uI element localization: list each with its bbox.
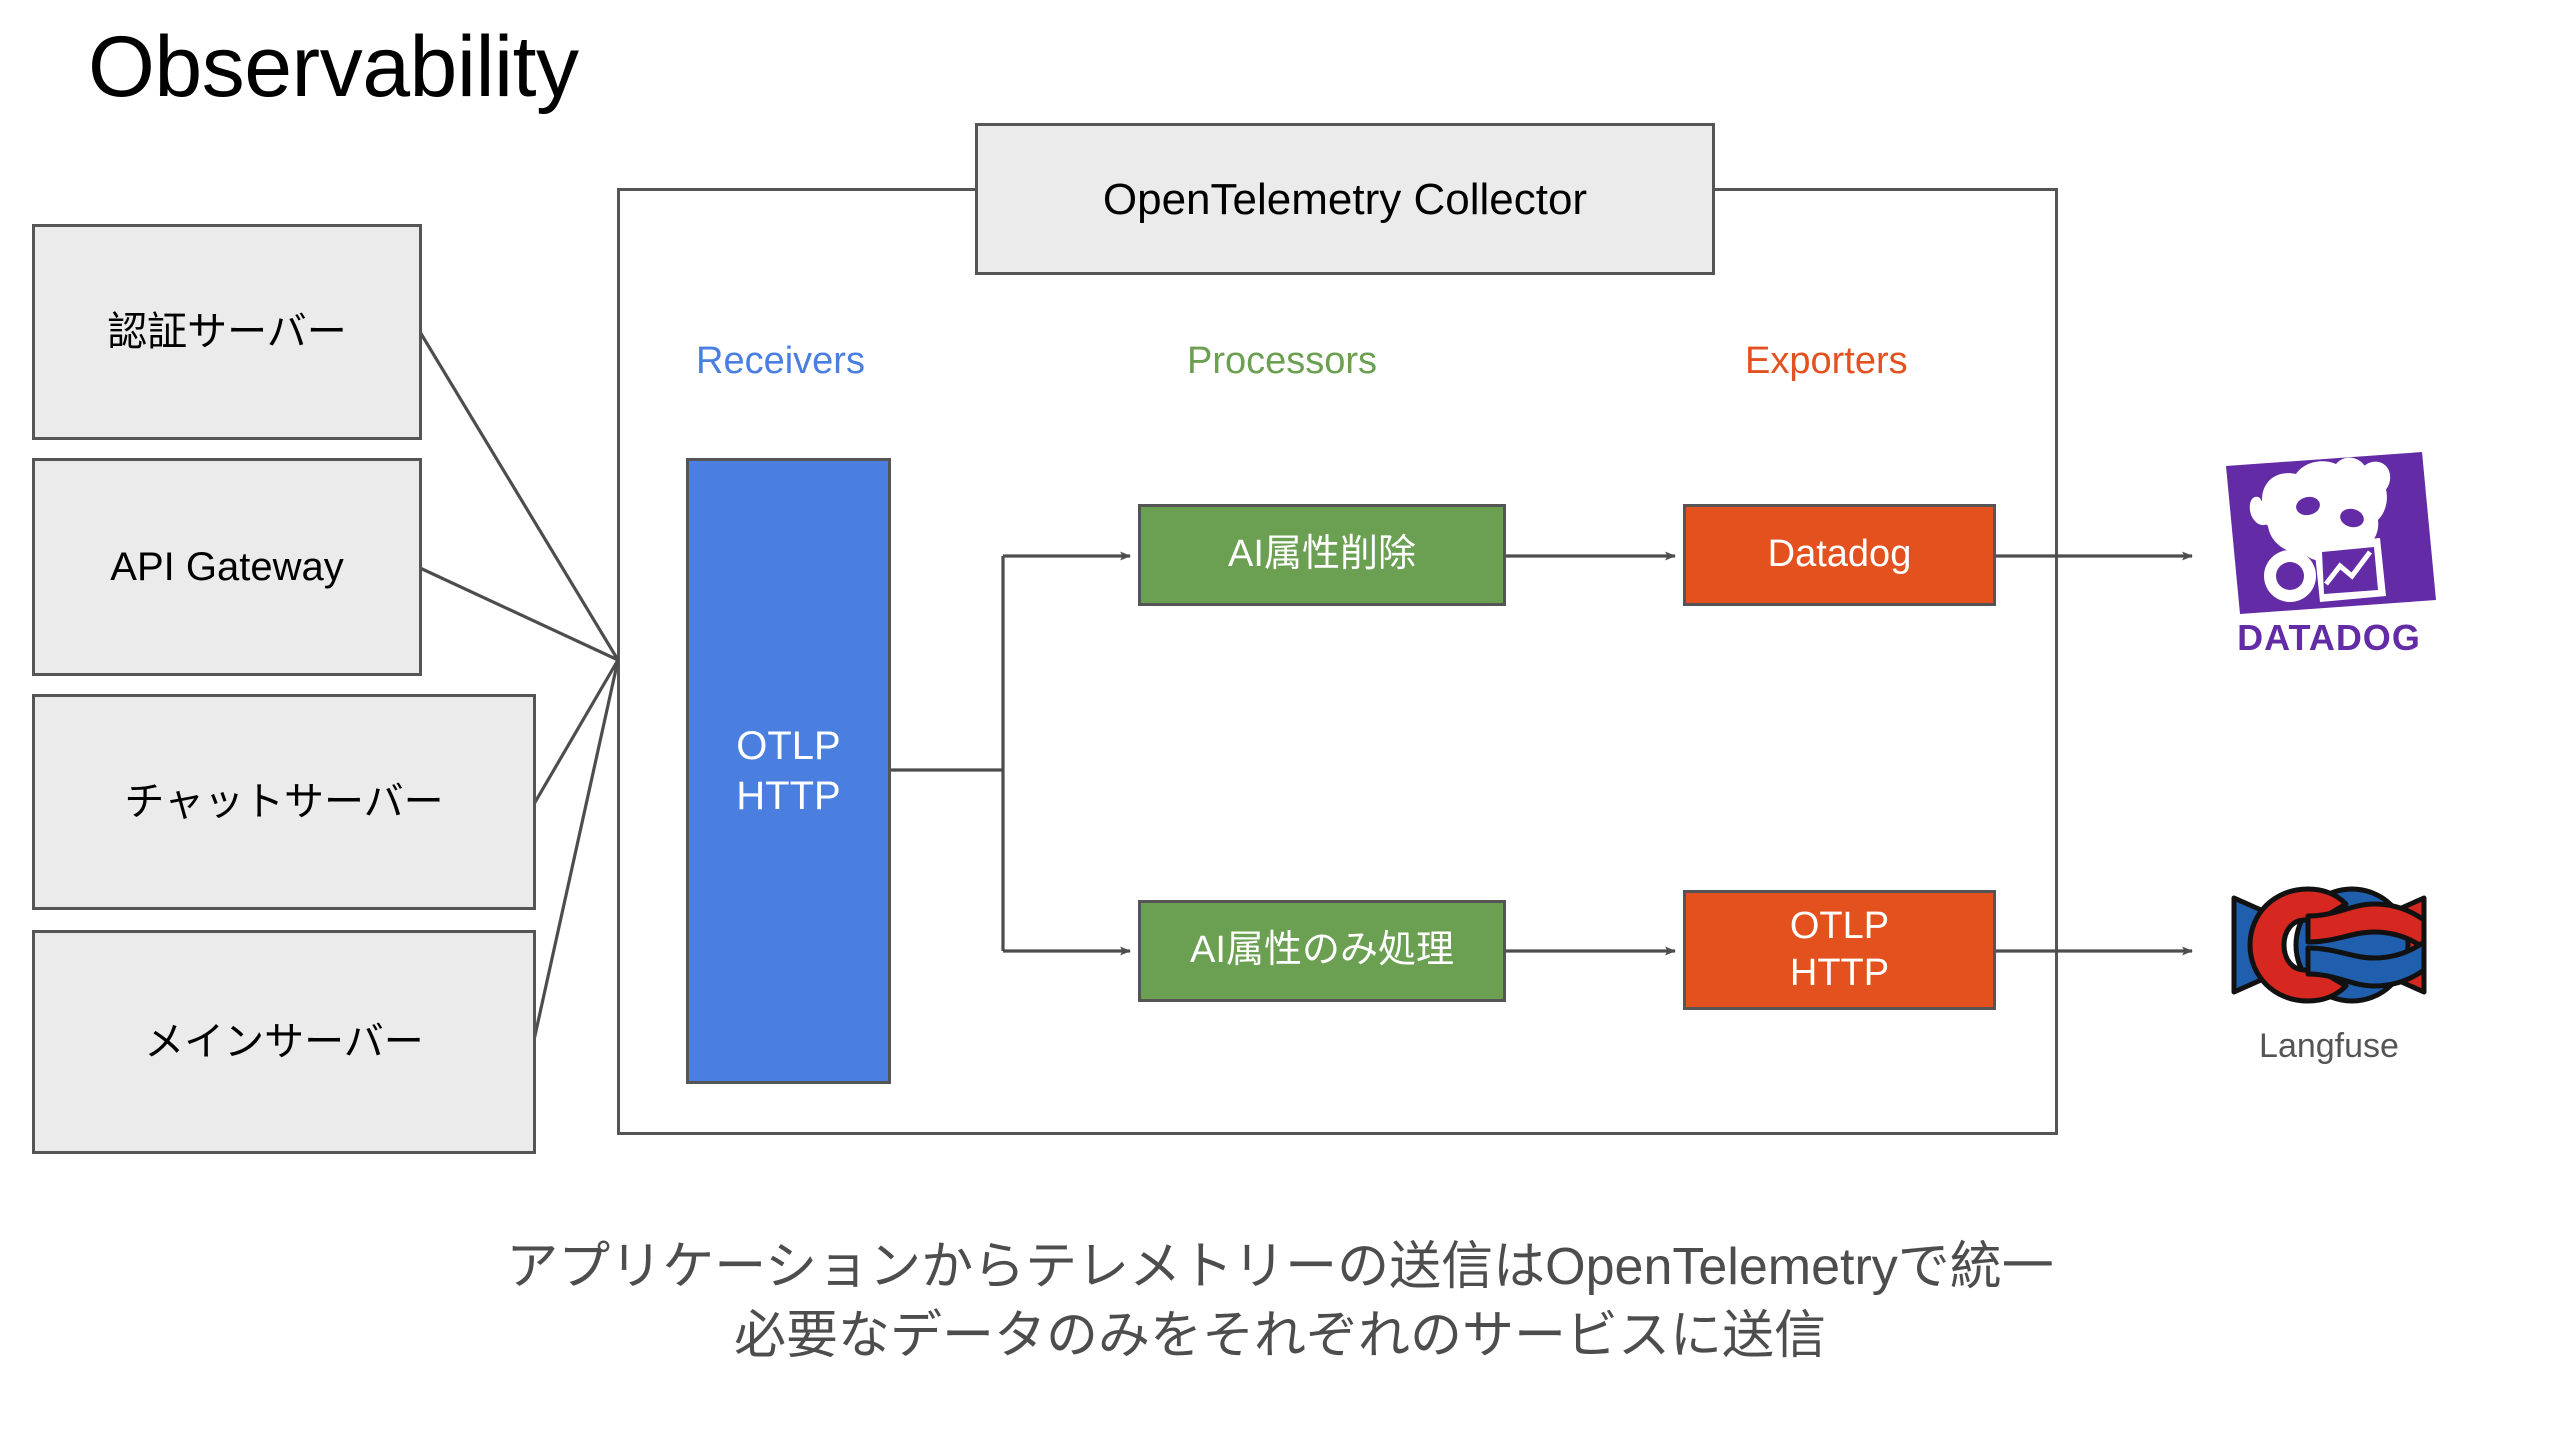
- exporter-otlp-http[interactable]: OTLP HTTP: [1683, 890, 1996, 1010]
- exporter-label: OTLP HTTP: [1789, 904, 1890, 995]
- source-box-label: API Gateway: [110, 545, 344, 589]
- processor-ai-attribute-remove[interactable]: AI属性削除: [1138, 504, 1506, 606]
- section-label-exporters: Exporters: [1745, 340, 1908, 382]
- source-box-label: メインサーバー: [144, 1020, 424, 1064]
- collector-title-label: OpenTelemetry Collector: [1102, 174, 1588, 224]
- section-label-processors: Processors: [1187, 340, 1378, 382]
- source-box-api-gateway[interactable]: API Gateway: [32, 458, 422, 676]
- caption-line-1: アプリケーションからテレメトリーの送信はOpenTelemetryで統一: [506, 1238, 2054, 1296]
- receiver-otlp-http[interactable]: OTLP HTTP: [686, 458, 891, 1084]
- langfuse-wordmark: Langfuse: [2259, 1027, 2399, 1065]
- langfuse-logo-icon: [2231, 886, 2427, 1004]
- exporter-datadog[interactable]: Datadog: [1683, 504, 1996, 606]
- exporter-label: Datadog: [1767, 533, 1912, 576]
- destination-langfuse[interactable]: Langfuse: [2204, 870, 2454, 1070]
- source-box-label: チャットサーバー: [124, 780, 444, 824]
- page-title: Observability: [88, 19, 579, 115]
- processor-label: AI属性削除: [1228, 533, 1416, 576]
- source-box-chat-server[interactable]: チャットサーバー: [32, 694, 536, 910]
- processor-label: AI属性のみ処理: [1190, 929, 1454, 972]
- datadog-logo-icon: [2226, 452, 2436, 614]
- section-label-receivers: Receivers: [696, 340, 865, 382]
- receiver-label: OTLP HTTP: [736, 724, 841, 818]
- caption-line-2: 必要なデータのみをそれぞれのサービスに送信: [733, 1306, 1826, 1365]
- slide-caption: アプリケーションからテレメトリーの送信はOpenTelemetryで統一 必要な…: [0, 1233, 2560, 1370]
- destination-datadog[interactable]: DATADOG: [2204, 448, 2454, 668]
- source-box-label: 認証サーバー: [107, 310, 347, 354]
- source-box-main-server[interactable]: メインサーバー: [32, 930, 536, 1154]
- datadog-wordmark: DATADOG: [2237, 617, 2421, 658]
- collector-title-box: OpenTelemetry Collector: [975, 123, 1715, 275]
- source-box-auth-server[interactable]: 認証サーバー: [32, 224, 422, 440]
- processor-ai-attribute-only[interactable]: AI属性のみ処理: [1138, 900, 1506, 1002]
